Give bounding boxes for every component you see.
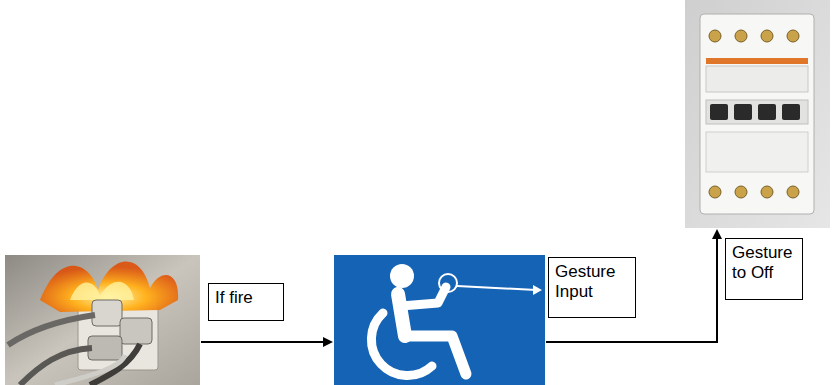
action-box: Gesture to Off [725,238,803,300]
box-text: If fire [215,288,277,308]
condition-box: If fire [208,283,284,321]
fire-outlet-photo [5,255,200,385]
flow-arrows [201,229,722,347]
box-text: Gesture to Off [732,243,796,284]
wheelchair-symbol [334,255,545,385]
input-box: Gesture Input [548,257,636,318]
box-text: Gesture Input [555,262,629,303]
circuit-breaker-photo [685,0,830,228]
